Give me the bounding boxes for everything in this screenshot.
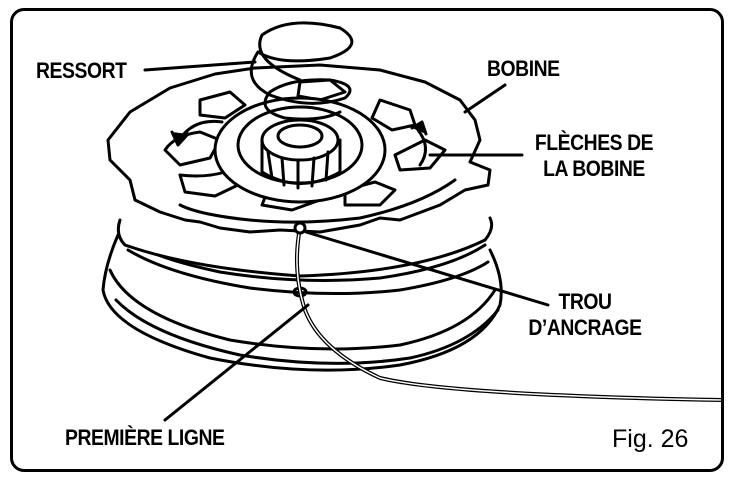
spool-arrow-right-icon [416, 128, 427, 167]
label-anchor-hole-line2: D’ANCRAGE [528, 315, 642, 340]
label-spool: BOBINE [487, 56, 560, 81]
figure-number: Fig. 26 [612, 425, 689, 453]
leader-spool [463, 83, 507, 114]
leader-spring [143, 60, 257, 72]
spring [249, 21, 354, 121]
label-spool-arrows-line2: LA BOBINE [543, 156, 645, 181]
spool-hub [213, 96, 387, 204]
label-anchor-hole-line1: TROU [558, 289, 612, 314]
spool-arrow-left-head-icon [170, 130, 190, 147]
label-spool-arrows-line1: FLÈCHES DE [534, 130, 654, 155]
spool-arrow-right-head-icon [410, 120, 428, 136]
label-anchor-hole: TROU D’ANCRAGE [528, 289, 642, 341]
label-spool-arrows: FLÈCHES DE LA BOBINE [518, 130, 669, 182]
label-spring: RESSORT [36, 58, 127, 83]
label-first-line: PREMIÈRE LIGNE [65, 425, 225, 450]
leader-first-line [163, 303, 310, 422]
anchor-hole-icon [293, 221, 307, 235]
leader-anchor-hole [304, 230, 550, 307]
